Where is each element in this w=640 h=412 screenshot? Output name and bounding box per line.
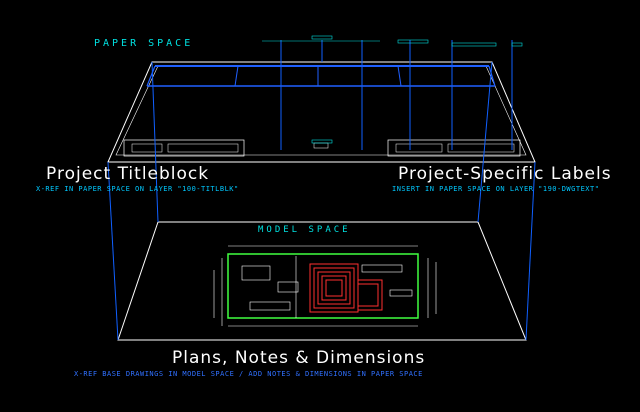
site-boundary bbox=[227, 253, 419, 319]
paper-sheet-inner-border bbox=[115, 65, 527, 156]
labels-note: INSERT IN PAPER SPACE ON LAYER "190-DWGT… bbox=[392, 185, 599, 193]
titleblock-note: X-REF IN PAPER SPACE ON LAYER "100-TITLB… bbox=[36, 185, 239, 193]
labels-panel-right bbox=[387, 139, 521, 157]
model-space-label: MODEL SPACE bbox=[258, 225, 351, 235]
plan-walls bbox=[309, 263, 383, 313]
center-title-mark bbox=[313, 142, 329, 149]
titleblock-panel-left bbox=[123, 139, 245, 157]
floor-plan-drawing bbox=[213, 245, 437, 327]
plans-heading: Plans, Notes & Dimensions bbox=[172, 348, 425, 368]
layer-connector-lines bbox=[107, 40, 536, 341]
top-dimension bbox=[262, 35, 523, 144]
plan-annotations bbox=[213, 245, 437, 327]
paper-space-sheet bbox=[107, 61, 536, 163]
labels-panel-right-detail-2 bbox=[447, 143, 515, 153]
titleblock-divider-3 bbox=[397, 65, 402, 87]
titleblock-panel-left-detail bbox=[131, 143, 163, 153]
titleblock-panel-left-detail-2 bbox=[167, 143, 239, 153]
plans-note: X-REF BASE DRAWINGS IN MODEL SPACE / ADD… bbox=[74, 370, 423, 378]
labels-panel-right-detail bbox=[395, 143, 443, 153]
paper-space-label: PAPER SPACE bbox=[94, 38, 193, 49]
paper-sheet-outline bbox=[107, 61, 536, 163]
labels-heading: Project-Specific Labels bbox=[398, 164, 612, 184]
titleblock-left-edge bbox=[146, 65, 156, 87]
titleblock-heading: Project Titleblock bbox=[46, 164, 209, 184]
titleblock-divider-1 bbox=[234, 65, 239, 87]
titleblock-right-edge bbox=[488, 65, 496, 87]
